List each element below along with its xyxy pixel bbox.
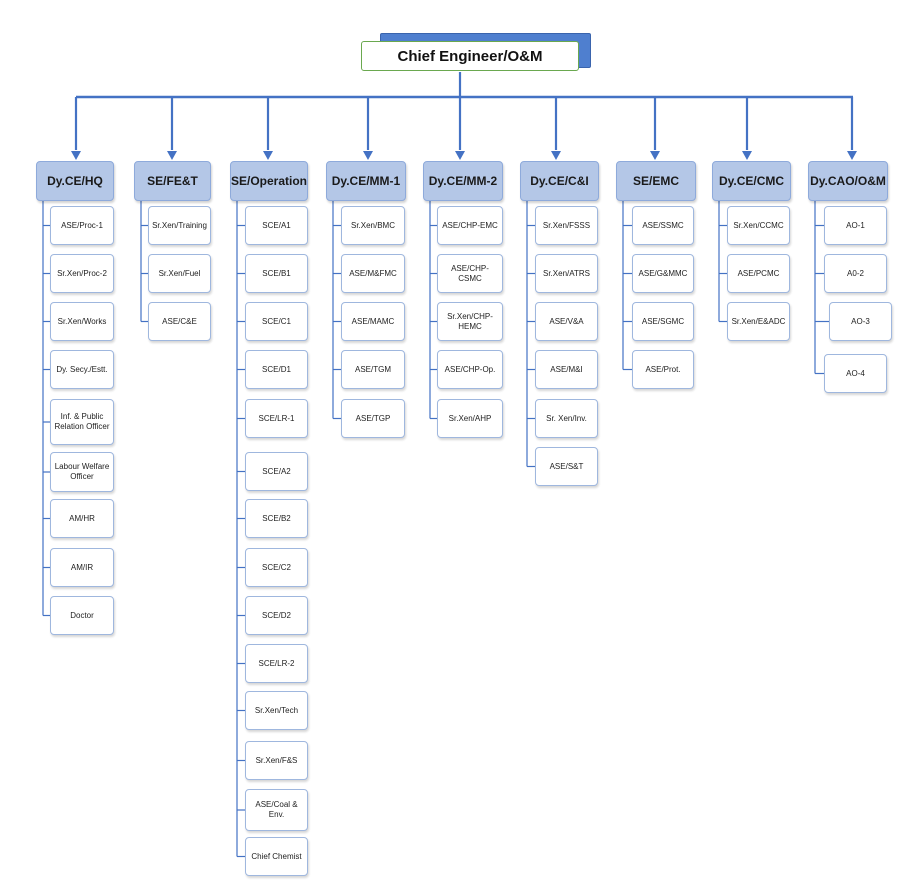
org-node: ASE/C&E [148, 302, 211, 341]
column-head: Dy.CE/C&I [520, 161, 599, 201]
org-node: ASE/M&FMC [341, 254, 405, 293]
org-node: SCE/B2 [245, 499, 308, 538]
arrow-head [650, 151, 660, 160]
org-node: Sr.Xen/Tech [245, 691, 308, 730]
org-node: ASE/M&I [535, 350, 598, 389]
org-node: ASE/S&T [535, 447, 598, 486]
org-node: ASE/MAMC [341, 302, 405, 341]
arrow-head [742, 151, 752, 160]
column-head: Dy.CE/MM-1 [326, 161, 406, 201]
org-node: Sr.Xen/F&S [245, 741, 308, 780]
org-node: ASE/SGMC [632, 302, 694, 341]
org-node: Sr.Xen/E&ADC [727, 302, 790, 341]
org-node: AO-1 [824, 206, 887, 245]
arrow-head [167, 151, 177, 160]
column-head: Dy.CAO/O&M [808, 161, 888, 201]
org-node: Labour Welfare Officer [50, 452, 114, 492]
arrow-head [263, 151, 273, 160]
org-node: ASE/V&A [535, 302, 598, 341]
org-node: Sr.Xen/Proc-2 [50, 254, 114, 293]
org-node: SCE/D1 [245, 350, 308, 389]
org-node: ASE/Prot. [632, 350, 694, 389]
org-node: AM/IR [50, 548, 114, 587]
arrow-head [551, 151, 561, 160]
org-node: AM/HR [50, 499, 114, 538]
org-node: SCE/C2 [245, 548, 308, 587]
org-node: ASE/CHP-Op. [437, 350, 503, 389]
org-node: Sr.Xen/CCMC [727, 206, 790, 245]
column-head: SE/FE&T [134, 161, 211, 201]
org-node: Sr. Xen/Inv. [535, 399, 598, 438]
org-node: ASE/CHP-EMC [437, 206, 503, 245]
org-node: SCE/C1 [245, 302, 308, 341]
org-node: Sr.Xen/Training [148, 206, 211, 245]
org-node: Chief Chemist [245, 837, 308, 876]
org-node: Sr.Xen/ATRS [535, 254, 598, 293]
arrow-head [847, 151, 857, 160]
org-node: SCE/A2 [245, 452, 308, 491]
org-node: SCE/LR-1 [245, 399, 308, 438]
org-node: ASE/SSMC [632, 206, 694, 245]
column-head: Dy.CE/HQ [36, 161, 114, 201]
column-head: Dy.CE/MM-2 [423, 161, 503, 201]
org-node: Sr.Xen/AHP [437, 399, 503, 438]
column-head: SE/Operation [230, 161, 308, 201]
org-node: Sr.Xen/CHP-HEMC [437, 302, 503, 341]
root-node: Chief Engineer/O&M [361, 41, 579, 71]
arrow-head [455, 151, 465, 160]
org-node: Sr.Xen/FSSS [535, 206, 598, 245]
org-node: Sr.Xen/Works [50, 302, 114, 341]
org-node: A0-2 [824, 254, 887, 293]
column-head: SE/EMC [616, 161, 696, 201]
org-node: ASE/G&MMC [632, 254, 694, 293]
org-node: SCE/D2 [245, 596, 308, 635]
org-node: AO-4 [824, 354, 887, 393]
org-node: Sr.Xen/Fuel [148, 254, 211, 293]
org-node: ASE/PCMC [727, 254, 790, 293]
org-node: ASE/CHP-CSMC [437, 254, 503, 293]
column-head: Dy.CE/CMC [712, 161, 791, 201]
org-node: Sr.Xen/BMC [341, 206, 405, 245]
org-node: AO-3 [829, 302, 892, 341]
org-node: ASE/TGM [341, 350, 405, 389]
org-node: ASE/Coal & Env. [245, 789, 308, 831]
org-node: SCE/B1 [245, 254, 308, 293]
arrow-head [363, 151, 373, 160]
org-node: Dy. Secy./Estt. [50, 350, 114, 389]
org-node: ASE/Proc-1 [50, 206, 114, 245]
arrow-head [71, 151, 81, 160]
org-node: ASE/TGP [341, 399, 405, 438]
org-node: Doctor [50, 596, 114, 635]
org-node: Inf. & Public Relation Officer [50, 399, 114, 445]
org-node: SCE/A1 [245, 206, 308, 245]
org-node: SCE/LR-2 [245, 644, 308, 683]
